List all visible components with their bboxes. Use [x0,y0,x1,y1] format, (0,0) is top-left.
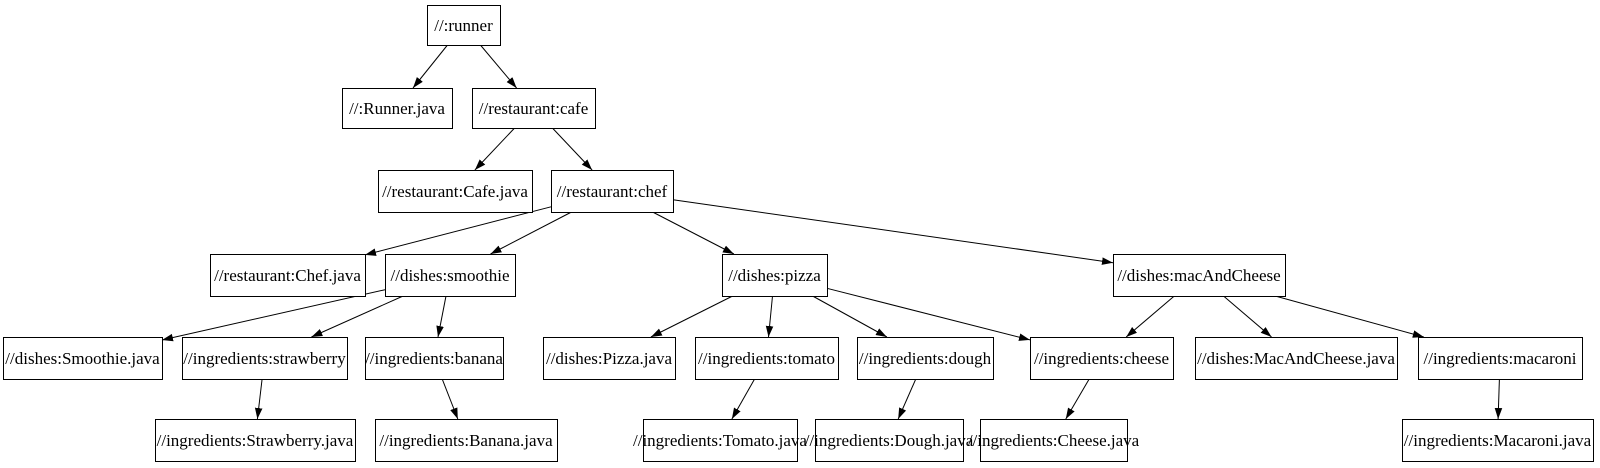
node-box [1113,254,1286,297]
node-label: //:Runner.java [349,99,445,118]
node-box [1418,337,1583,380]
node-label: //ingredients:Cheese.java [968,431,1140,450]
node-tomato-java: //ingredients:Tomato.java [633,419,807,462]
node-cafe: //restaurant:cafe [472,88,596,129]
node-label: //dishes:MacAndCheese.java [1197,349,1395,368]
node-chef-java: //restaurant:Chef.java [210,254,366,297]
edge-strawberry-to-strawberry-java [254,378,263,420]
node-box [1402,419,1594,462]
edge-smoothie-to-banana [436,295,447,338]
node-box [722,254,828,297]
node-label: //:runner [434,16,493,35]
edge-cheese-to-cheese-java [1065,378,1090,420]
node-box [378,170,533,213]
node-label: //ingredients:Tomato.java [633,431,807,450]
edge-cafe-to-chef [552,127,593,171]
edge-smoothie-to-strawberry [311,295,404,338]
node-label: //ingredients:strawberry [183,349,346,368]
node-strawberry-java: //ingredients:Strawberry.java [155,419,356,462]
node-box [551,170,674,213]
node-pizza: //dishes:pizza [722,254,828,297]
edge-chef-to-pizza [652,211,735,255]
node-box [1195,337,1398,380]
edge-tomato-to-tomato-java [731,378,756,420]
node-box [980,419,1128,462]
node-mac-and-cheese: //dishes:macAndCheese [1113,254,1286,297]
node-dough-java: //ingredients:Dough.java [805,419,974,462]
node-banana: //ingredients:banana [365,337,504,380]
node-box [155,419,356,462]
node-macaroni-java: //ingredients:Macaroni.java [1402,419,1594,462]
node-box [427,5,501,46]
node-runner-java: //:Runner.java [342,88,453,129]
edge-dough-to-dough-java [897,378,917,420]
node-label: //ingredients:Macaroni.java [1404,431,1592,450]
node-box [342,88,453,129]
edge-macaroni-to-macaroni-java [1494,378,1503,420]
node-smoothie: //dishes:smoothie [385,254,516,297]
edge-pizza-to-tomato [765,295,774,338]
node-label: //restaurant:Chef.java [214,266,361,285]
node-tomato: //ingredients:tomato [695,337,839,380]
node-pizza-java: //dishes:Pizza.java [543,337,676,380]
edge-banana-to-banana-java [441,378,459,420]
node-strawberry: //ingredients:strawberry [182,337,348,380]
nodes-layer: //:runner //:Runner.java //restaurant:cafe… [3,5,1594,462]
edge-pizza-to-cheese [826,287,1031,341]
node-box [182,337,348,380]
edge-chef-to-mac-and-cheese [672,199,1114,265]
node-label: //restaurant:cafe [479,99,589,118]
node-box [815,419,964,462]
node-label: //dishes:Smoothie.java [5,349,160,368]
node-label: //ingredients:Dough.java [805,431,974,450]
edge-pizza-to-pizza-java [650,295,733,338]
node-label: //ingredients:macaroni [1424,349,1577,368]
node-box [695,337,839,380]
edge-pizza-to-dough [812,295,888,338]
node-label: //restaurant:chef [557,182,668,201]
edge-mac-and-cheese-to-mac-and-cheese-java [1223,295,1272,338]
node-box [385,254,516,297]
node-label: //dishes:smoothie [391,266,510,285]
node-box [375,419,558,462]
node-mac-and-cheese-java: //dishes:MacAndCheese.java [1195,337,1398,380]
node-cheese: //ingredients:cheese [1030,337,1174,380]
node-label: //ingredients:dough [859,349,992,368]
node-label: //dishes:macAndCheese [1117,266,1280,285]
node-box [543,337,676,380]
node-box [472,88,596,129]
node-label: //dishes:Pizza.java [546,349,673,368]
edge-runner-to-cafe [480,44,517,89]
edge-mac-and-cheese-to-macaroni [1275,295,1424,338]
node-cheese-java: //ingredients:Cheese.java [968,419,1140,462]
node-box [643,419,798,462]
node-label: //ingredients:cheese [1034,349,1169,368]
edge-chef-to-chef-java [364,206,552,256]
node-box [857,337,994,380]
node-dough: //ingredients:dough [857,337,994,380]
node-chef: //restaurant:chef [551,170,674,213]
node-box [1030,337,1174,380]
edge-smoothie-to-smoothie-java [161,289,386,342]
node-smoothie-java: //dishes:Smoothie.java [3,337,163,380]
node-cafe-java: //restaurant:Cafe.java [378,170,533,213]
node-box [3,337,163,380]
node-box [365,337,504,380]
node-label: //ingredients:Strawberry.java [157,431,354,450]
node-label: //dishes:pizza [728,266,821,285]
node-runner: //:runner [427,5,501,46]
edge-runner-to-runner-java [412,44,448,89]
node-label: //ingredients:Banana.java [379,431,553,450]
edge-chef-to-smoothie [490,211,572,255]
node-macaroni: //ingredients:macaroni [1418,337,1583,380]
edge-mac-and-cheese-to-cheese [1125,295,1175,338]
node-label: //restaurant:Cafe.java [382,182,528,201]
node-label: //ingredients:banana [365,349,503,368]
edge-cafe-to-cafe-java [474,127,515,171]
edges-layer [161,44,1503,420]
node-label: //ingredients:tomato [698,349,835,368]
node-box [210,254,366,297]
node-banana-java: //ingredients:Banana.java [375,419,558,462]
